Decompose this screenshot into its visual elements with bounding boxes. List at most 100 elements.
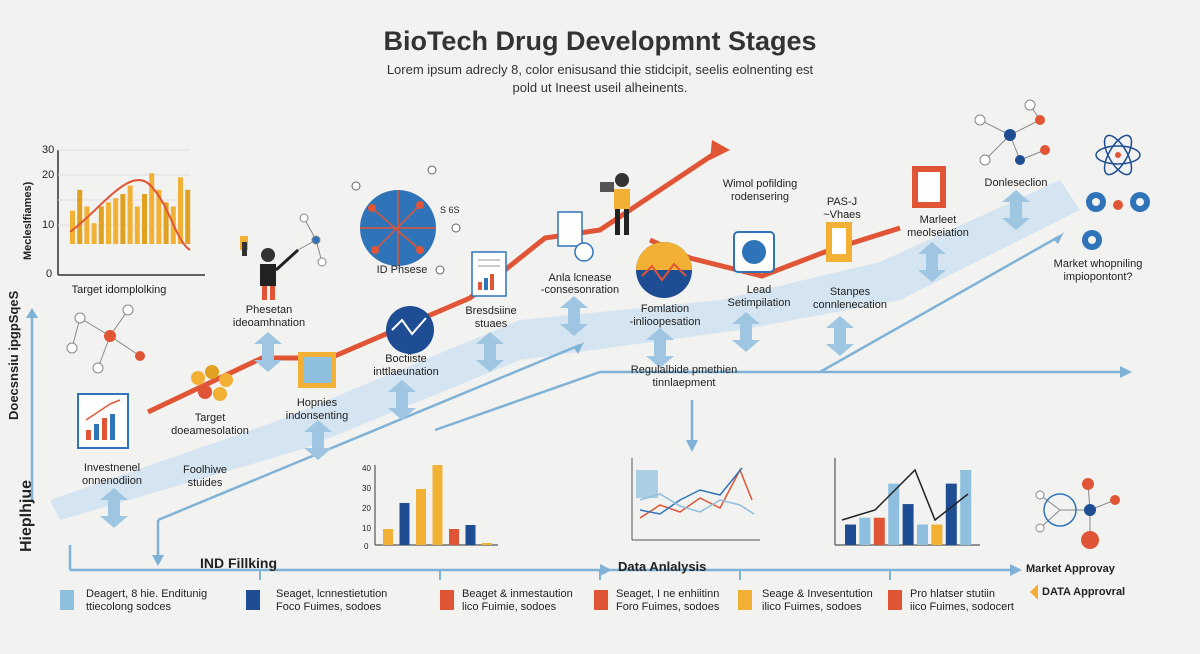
chart1-trend-curve (69, 179, 191, 251)
chart1-bar (156, 189, 162, 244)
legend-text: Seaget, lcnnestietution (276, 588, 388, 600)
market-adj-label-1: Market whopniling (1053, 258, 1143, 270)
chart1-bar (142, 194, 147, 244)
legend-text: Seaget, I ne enhiitinn (616, 588, 720, 600)
molecule-near-person (297, 213, 327, 267)
chart1-bar (120, 194, 126, 244)
target-det-label-2: doeamesolation (171, 425, 249, 437)
legend-text: ttiecolong sodces (86, 601, 171, 613)
chart1-bars (70, 173, 191, 244)
chart1-axes (57, 150, 205, 276)
clipboard-icon (557, 211, 594, 262)
molecule-network-cluster (351, 165, 461, 275)
chart1-tick: 20 (42, 169, 55, 181)
chart2-bar (449, 529, 459, 545)
monitor-icon-investment (77, 393, 129, 449)
page-title: BioTech Drug Developmnt Stages (383, 26, 817, 56)
follow-label-1: Foolhiwe (182, 464, 228, 476)
chart2-tick: 10 (362, 524, 371, 533)
donnesection-label: Donleseclion (984, 177, 1048, 189)
connector-lines (30, 234, 1120, 572)
market-res-label-2: meolseiation (907, 227, 969, 239)
pheseton-label-1: Phesetan (245, 304, 293, 316)
pheseton-label-2: ideoamhnation (232, 317, 306, 329)
chart1-bar (163, 202, 169, 244)
arrowheads (26, 232, 1132, 576)
regulatory-label-2: tinnlaepment (652, 377, 716, 389)
chart2-bar (399, 503, 410, 545)
id-phase-label: ID Phsese (376, 264, 428, 276)
subtitle-line-2: pold ut Ineest useil alheinents. (512, 80, 688, 95)
document-icon-red (912, 166, 946, 208)
chart3-trend-line (841, 468, 969, 522)
chart1-bar (98, 206, 104, 244)
torch-icon (242, 242, 247, 256)
chart3-bar (917, 524, 928, 545)
chart1-ylabel: Mecleslfiames) (22, 181, 34, 260)
chart1-bar (127, 185, 133, 244)
timeline-ind-filing: IND Fillking (200, 555, 277, 571)
legend-swatch (888, 590, 902, 610)
id-phase-tag: S 6S (440, 205, 460, 215)
timeline-data-analysis: Data Anlalysis (618, 559, 707, 574)
timeline-data-approval: DATA Approvral (1042, 586, 1126, 598)
gear-icons (1082, 192, 1150, 250)
legend-text: Foro Fuimes, sodoes (616, 601, 720, 613)
data-approval-marker (1030, 584, 1038, 600)
chart2-tick: 0 (364, 542, 369, 551)
legend-text: Beaget & inmestaution (462, 588, 573, 600)
trend-arrowhead (710, 140, 730, 160)
chart1-bar (84, 206, 90, 244)
globe-icon-formulation (636, 242, 692, 298)
formulation-label-1: Fomlation (640, 303, 690, 315)
molecule-network-left (66, 304, 145, 374)
target-det-label-1: Target (194, 412, 226, 424)
stanges-label-1: Stanpes (829, 286, 871, 298)
chart2-tick: 20 (362, 504, 371, 513)
hopnies-label-2: indonsenting (285, 410, 349, 422)
chart3-bar (945, 483, 957, 545)
legend-text: iico Fuimes, sodocert (910, 601, 1014, 613)
legend-text: ilico Fuimes, sodoes (762, 601, 862, 613)
person-icon-top (600, 173, 630, 235)
bestiste-label-2: stuaes (474, 318, 508, 330)
investment-label-1: Investnenel (83, 462, 141, 474)
chart1-bar (70, 210, 75, 244)
legend-swatch (594, 590, 608, 610)
chart2-bar (432, 465, 443, 545)
legend-text: Foco Fuimes, sodoes (276, 601, 382, 613)
chart1-bar (178, 177, 183, 244)
device-icon-lead (733, 231, 775, 273)
chart2-bar (465, 525, 476, 545)
side-bottom-label: Hieplhjue (18, 479, 35, 552)
wimol-label-1: Wimol pofilding (722, 178, 798, 190)
chart1-bar (149, 173, 155, 244)
market-res-label-1: Marleet (919, 214, 957, 226)
chart1-bar (185, 189, 191, 244)
legend-swatch (440, 590, 454, 610)
double-arrows (100, 190, 1030, 528)
molecule-network-top-right (974, 99, 1050, 166)
subtitle-line-1: Lorem ipsum adrecly 8, color enisusand t… (386, 62, 814, 77)
chart2-bar (383, 529, 393, 545)
bestiste-label-1: Bresdsiine (465, 305, 517, 317)
chart1-bar (134, 206, 140, 244)
image-icon-hopnies (298, 352, 336, 388)
document-icon-pas (826, 222, 852, 262)
legend-swatch (60, 590, 74, 610)
formulation-label-2: -inlioopesation (629, 316, 701, 328)
chart2-bars (383, 465, 492, 545)
regulatory-label-1: Regulalbide pmethien (630, 364, 738, 376)
investment-label-2: onnenodiion (82, 475, 142, 487)
hopnies-label-1: Hopnies (296, 397, 338, 409)
chart2-tick: 40 (362, 464, 371, 473)
market-adj-label-2: impiopontont? (1063, 271, 1133, 283)
legend-text: Deagert, 8 hie. Enditunig (86, 588, 208, 600)
line-chart (631, 458, 760, 541)
legend-swatch (246, 590, 260, 610)
wimol-label-2: rodensering (730, 191, 790, 203)
chart2-bar (482, 543, 492, 545)
chart1-bar (113, 198, 119, 244)
